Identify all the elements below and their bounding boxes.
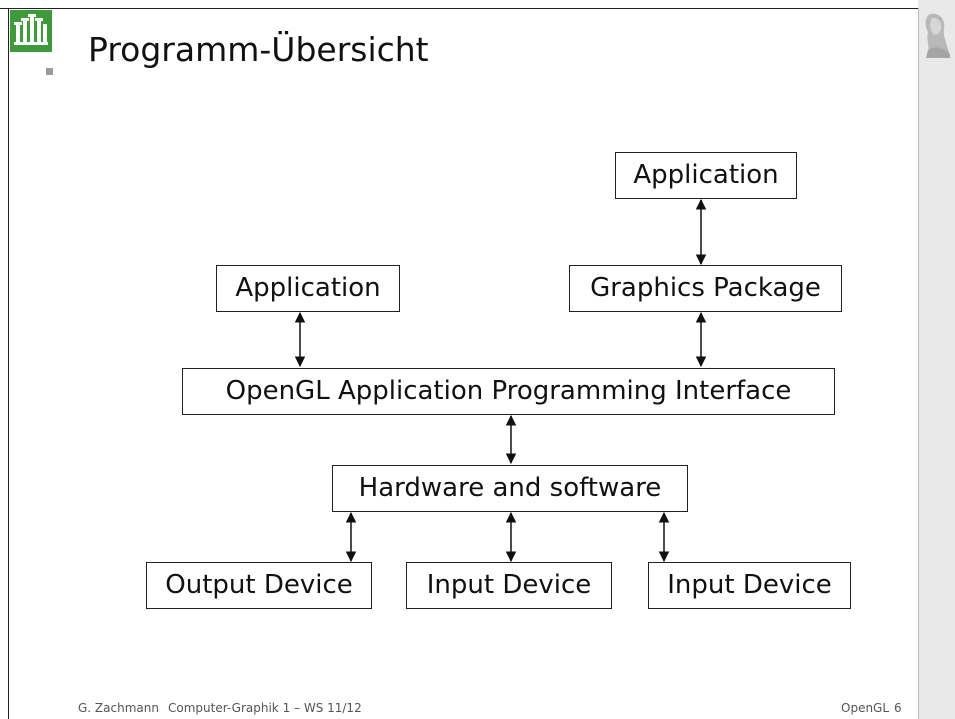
- portrait-icon: [920, 10, 952, 60]
- right-sidebar-edge: [918, 8, 919, 719]
- box-graphics-package: Graphics Package: [569, 265, 842, 312]
- logo-square-icon: [46, 68, 53, 75]
- frame-left-line: [8, 8, 9, 719]
- box-application-left: Application: [216, 265, 400, 312]
- box-output-device: Output Device: [146, 562, 372, 609]
- box-application-top: Application: [615, 152, 797, 199]
- box-input-device-1: Input Device: [406, 562, 612, 609]
- footer-topic: OpenGL: [841, 701, 890, 715]
- footer-page-number: 6: [894, 701, 902, 715]
- page-title: Programm-Übersicht: [88, 30, 429, 69]
- box-hardware-software: Hardware and software: [332, 465, 688, 512]
- footer-author: G. Zachmann: [78, 701, 159, 715]
- right-sidebar: [918, 0, 955, 719]
- box-opengl-api: OpenGL Application Programming Interface: [182, 368, 835, 415]
- university-logo-icon: [10, 10, 52, 52]
- frame-top-line: [0, 8, 918, 9]
- box-input-device-2: Input Device: [648, 562, 851, 609]
- footer-course: Computer-Graphik 1 – WS 11/12: [168, 701, 362, 715]
